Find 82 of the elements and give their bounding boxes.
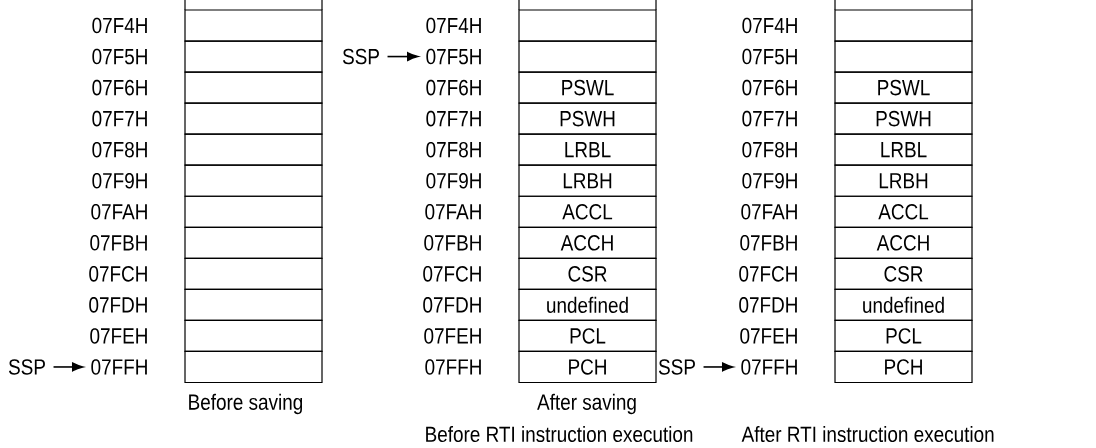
memory-cell: undefined xyxy=(834,288,973,321)
arrow xyxy=(52,362,84,372)
memory-cell xyxy=(184,350,323,384)
address-label: 07F9H xyxy=(426,172,481,189)
memory-cell xyxy=(834,40,973,73)
arrow xyxy=(386,52,419,61)
address-label: 07FCH xyxy=(89,266,147,282)
address-label: 07FCH xyxy=(739,266,797,282)
memory-cell: PSWL xyxy=(834,71,973,104)
memory-cell xyxy=(518,40,657,73)
caption: After RTI instruction execution xyxy=(741,425,994,443)
address-label: 07FEH xyxy=(424,328,481,344)
memory-cell: ACCH xyxy=(518,226,657,259)
address-label: 07FBH xyxy=(424,235,481,251)
address-label: 07F6H xyxy=(742,79,797,96)
memory-cell: PCH xyxy=(834,350,973,384)
memory-cell xyxy=(518,9,657,42)
memory-cell xyxy=(184,133,323,166)
memory-cell: LRBL xyxy=(834,133,973,166)
memory-cell xyxy=(184,9,323,42)
pointer-label: SSP xyxy=(658,359,695,375)
memory-cell: ACCL xyxy=(518,195,657,228)
memory-cell xyxy=(184,40,323,73)
memory-cell xyxy=(184,288,323,321)
address-label: 07F4H xyxy=(426,17,481,34)
memory-cell: undefined xyxy=(518,288,657,321)
pointer-label: SSP xyxy=(342,48,379,65)
address-label: 07FEH xyxy=(740,328,797,344)
memory-cell: LRBL xyxy=(518,133,657,166)
memory-cell xyxy=(184,319,323,353)
address-label: 07F6H xyxy=(426,79,481,96)
memory-cell: CSR xyxy=(834,257,973,290)
memory-cell: PCL xyxy=(834,319,973,353)
address-label: 07FFH xyxy=(91,359,147,375)
address-label: 07FBH xyxy=(90,235,147,251)
address-label: 07FBH xyxy=(740,235,797,251)
memory-cell xyxy=(184,257,323,290)
memory-cell xyxy=(184,226,323,259)
address-label: 07F4H xyxy=(92,17,147,34)
memory-cell: LRBH xyxy=(518,164,657,197)
address-label: 07F8H xyxy=(92,141,147,158)
address-label: 07F7H xyxy=(742,110,797,127)
address-label: 07FDH xyxy=(423,297,481,313)
memory-cell xyxy=(184,164,323,197)
memory-cell: PCL xyxy=(518,319,657,353)
address-label: 07F4H xyxy=(742,17,797,34)
address-label: 07FDH xyxy=(89,297,147,313)
address-label: 07FDH xyxy=(739,297,797,313)
address-label: 07F5H xyxy=(426,48,481,65)
memory-cell: PCH xyxy=(518,350,657,384)
address-label: 07FAH xyxy=(425,203,481,220)
address-label: 07F6H xyxy=(92,79,147,96)
memory-cell xyxy=(184,71,323,104)
memory-cell: ACCL xyxy=(834,195,973,228)
memory-cell xyxy=(834,9,973,42)
memory-cell: PSWH xyxy=(518,102,657,135)
address-label: 07F7H xyxy=(92,110,147,127)
memory-cell: ACCH xyxy=(834,226,973,259)
address-label: 07F5H xyxy=(742,48,797,65)
address-label: 07FAH xyxy=(91,203,147,220)
caption: Before saving xyxy=(189,393,303,415)
pointer-label: SSP xyxy=(8,359,45,375)
address-label: 07F8H xyxy=(742,141,797,158)
address-label: 07FFH xyxy=(741,359,797,375)
address-label: 07F7H xyxy=(426,110,481,127)
memory-cell: LRBH xyxy=(834,164,973,197)
arrow xyxy=(702,362,734,372)
address-label: 07F5H xyxy=(92,48,147,65)
memory-cell: PSWH xyxy=(834,102,973,135)
caption: Before RTI instruction execution xyxy=(426,425,693,443)
address-label: 07F8H xyxy=(426,141,481,158)
caption: After saving xyxy=(537,393,636,415)
memory-cell xyxy=(184,102,323,135)
memory-cell: PSWL xyxy=(518,71,657,104)
address-label: 07FAH xyxy=(741,203,797,220)
memory-cell xyxy=(184,195,323,228)
memory-cell: CSR xyxy=(518,257,657,290)
address-label: 07F9H xyxy=(92,172,147,189)
address-label: 07FEH xyxy=(90,328,147,344)
address-label: 07FCH xyxy=(423,266,481,282)
address-label: 07F9H xyxy=(742,172,797,189)
address-label: 07FFH xyxy=(425,359,481,375)
